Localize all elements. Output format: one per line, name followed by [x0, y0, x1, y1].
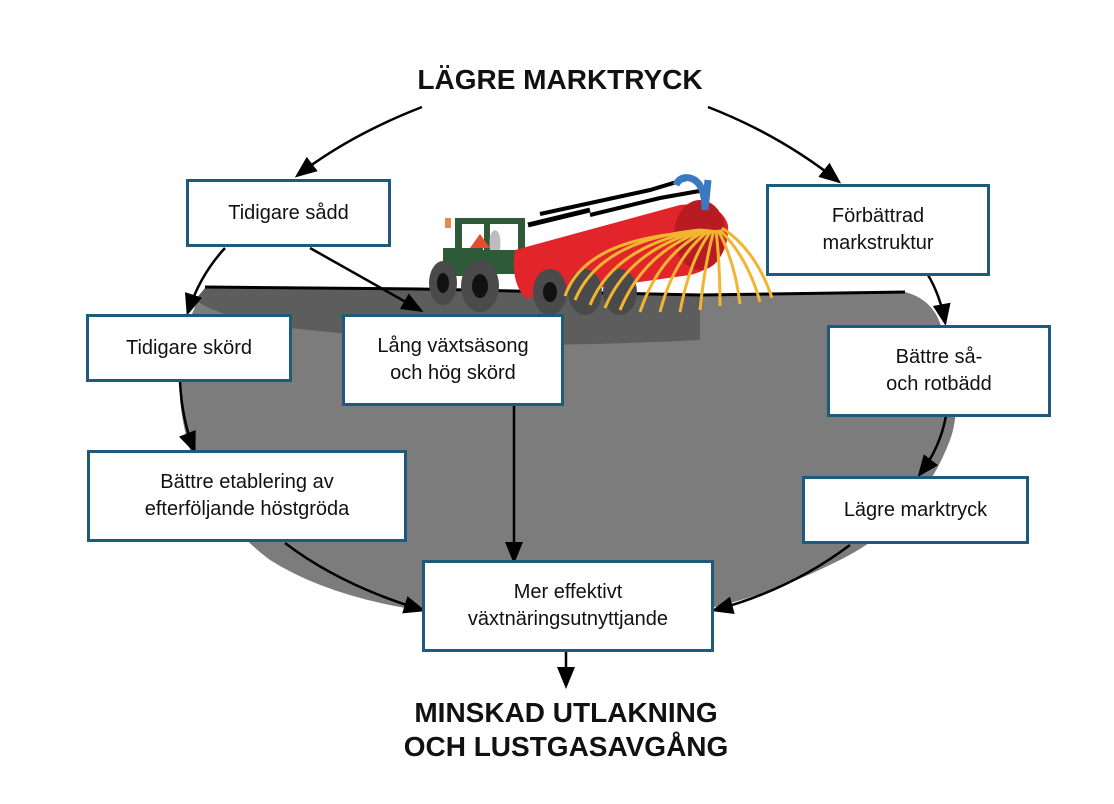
- node-label: Bättre etablering av efterföljande höstg…: [144, 471, 350, 520]
- node-forbattrad-markstruktur: Förbättrad markstruktur: [766, 184, 990, 276]
- node-battre-sa-rotbadd: Bättre så- och rotbädd: [827, 325, 1051, 417]
- arrow-forbattrad-to-sa-rotbadd: [926, 274, 951, 326]
- node-lagre-marktryck: Lägre marktryck: [802, 476, 1029, 544]
- node-lang-vaxtsasong: Lång växtsäsong och hög skörd: [342, 314, 564, 406]
- tractor-with-slurry-tanker-icon: [429, 174, 774, 315]
- node-label: Tidigare skörd: [126, 336, 252, 359]
- trailing-hoses: [563, 226, 774, 313]
- node-label: Förbättrad markstruktur: [822, 205, 934, 254]
- node-tidigare-sadd: Tidigare sådd: [186, 179, 391, 247]
- bottom-heading: MINSKAD UTLAKNING OCH LUSTGASAVGÅNG: [403, 697, 729, 762]
- arrow-sadd-to-lang-vaxtsasong: [309, 246, 424, 312]
- node-battre-etablering: Bättre etablering av efterföljande höstg…: [87, 450, 407, 542]
- node-label: Mer effektivt växtnäringsutnyttjande: [467, 581, 669, 630]
- node-label: Tidigare sådd: [228, 201, 349, 224]
- arrow-etablering-to-mer-effektivt: [284, 542, 426, 614]
- node-label: Lång växtsäsong och hög skörd: [377, 335, 529, 384]
- top-heading: LÄGRE MARKTRYCK: [417, 64, 703, 95]
- arrow-lagre-to-mer-effektivt: [711, 543, 851, 615]
- arrow-top-to-tidigare-sadd: [294, 105, 423, 178]
- connector-arrows: [178, 105, 951, 689]
- arrow-sa-rotbadd-to-lagre-marktryck: [917, 415, 948, 478]
- arrow-top-to-forbattrad: [707, 105, 842, 184]
- node-tidigare-skord: Tidigare skörd: [86, 314, 292, 382]
- arrow-skord-to-battre-etablering: [178, 381, 196, 454]
- node-label: Bättre så- och rotbädd: [886, 346, 992, 395]
- arrow-sadd-to-tidigare-skord: [184, 247, 226, 316]
- node-label: Lägre marktryck: [843, 498, 988, 521]
- node-mer-effektivt: Mer effektivt växtnäringsutnyttjande: [422, 560, 714, 652]
